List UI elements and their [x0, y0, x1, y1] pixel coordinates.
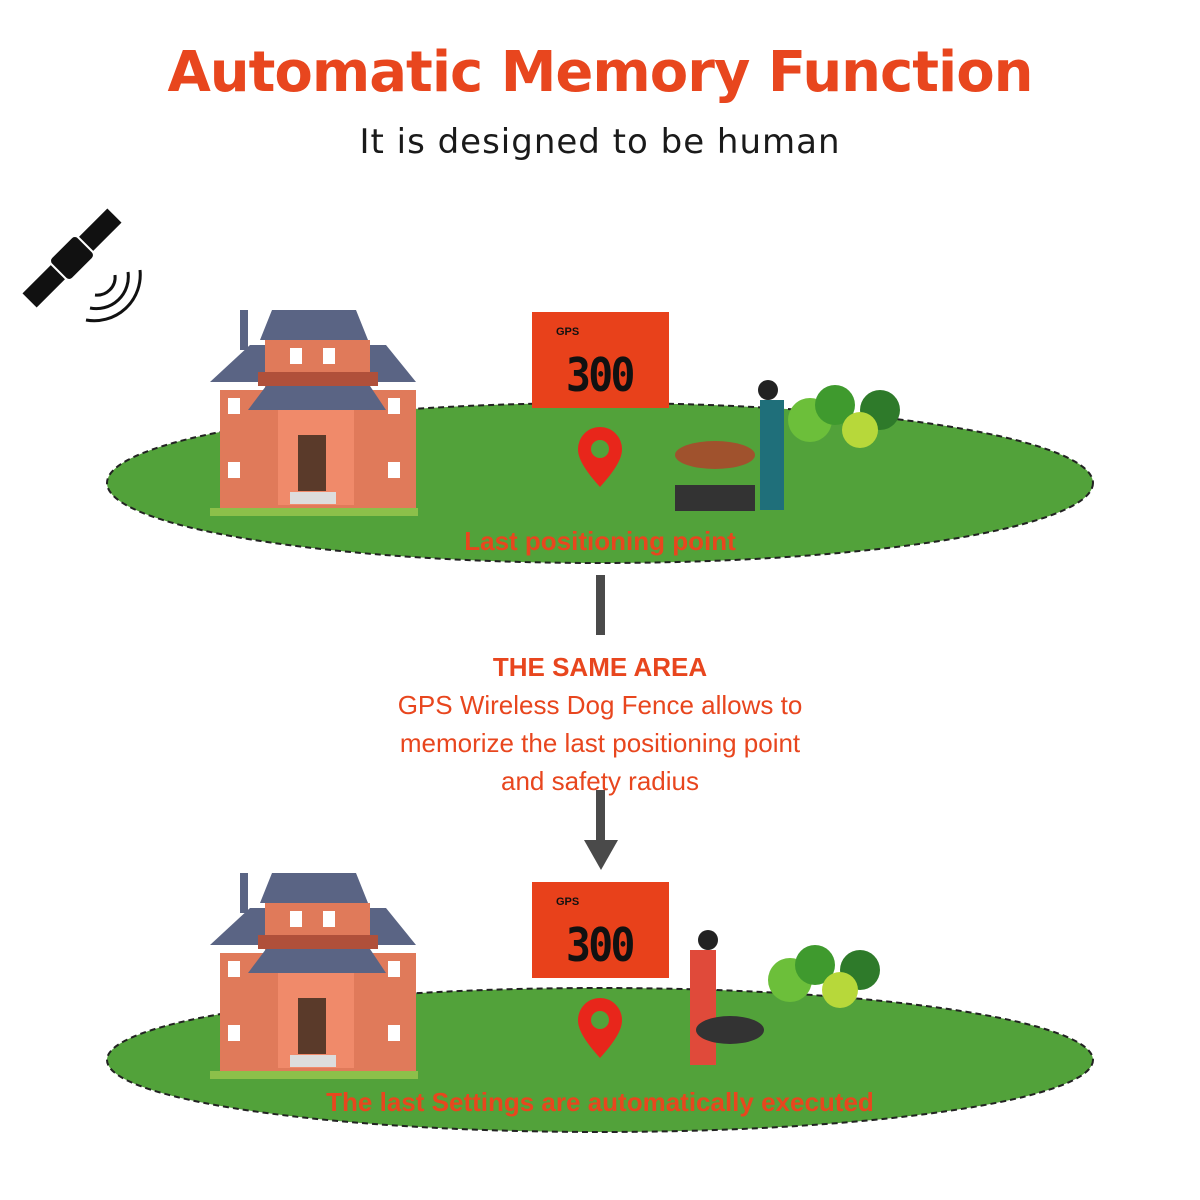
gps-label: GPS	[556, 896, 580, 908]
page-title: Automatic Memory Function	[167, 40, 1033, 105]
signal-waves-icon	[85, 269, 142, 323]
middle-line: GPS Wireless Dog Fence allows to	[397, 690, 803, 720]
gps-lcd-display: GPS 300	[532, 312, 669, 408]
middle-line: and safety radius	[500, 766, 699, 796]
house-top	[210, 310, 418, 516]
woman-with-dog-top	[675, 380, 784, 511]
caption-bottom: The last Settings are automatically exec…	[326, 1087, 874, 1117]
radius-reading: 300	[566, 918, 635, 972]
middle-text: THE SAME AREA GPS Wireless Dog Fence all…	[0, 648, 1200, 800]
middle-heading: THE SAME AREA	[492, 652, 708, 682]
gps-label: GPS	[556, 326, 580, 338]
arrow-down-icon	[596, 790, 605, 840]
satellite-icon	[22, 208, 122, 308]
gps-lcd-display: GPS 300	[532, 882, 669, 978]
middle-line: memorize the last positioning point	[399, 728, 801, 758]
woman-with-dog-bottom	[690, 930, 764, 1065]
page-subtitle: It is designed to be human	[359, 122, 841, 162]
radius-reading: 300	[566, 348, 635, 402]
caption-top: Last positioning point	[464, 526, 736, 556]
house-bottom	[210, 873, 418, 1079]
arrow-line	[596, 575, 605, 635]
